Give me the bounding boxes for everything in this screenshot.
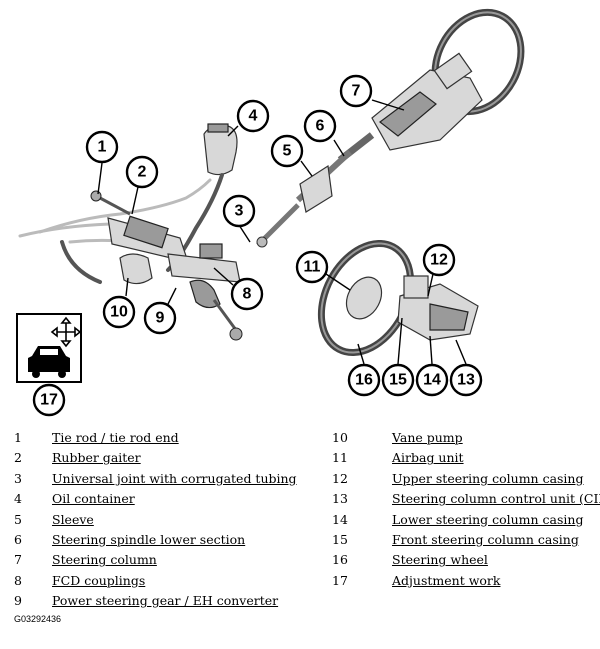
callout-14: 14 <box>415 363 449 397</box>
legend-label: Power steering gear / EH converter <box>52 593 279 609</box>
steering-wheel-illustration <box>317 239 479 357</box>
legend-number: 11 <box>332 450 348 466</box>
legend-label: Upper steering column casing <box>392 470 584 486</box>
callout-12: 12 <box>422 243 456 277</box>
legend-number: 13 <box>332 491 348 507</box>
legend-number: 2 <box>14 450 22 466</box>
legend-number: 15 <box>332 532 348 547</box>
callout-label: 10 <box>110 304 128 321</box>
callout-13: 13 <box>449 363 483 397</box>
intermediate-shaft-illustration <box>256 149 353 248</box>
callout-label: 12 <box>430 252 448 269</box>
callout-10: 10 <box>102 295 136 329</box>
legend-label: Vane pump <box>392 430 463 445</box>
legend-label: Front steering column casing <box>392 532 579 547</box>
legend-label: Oil container <box>52 491 135 507</box>
callout-label: 6 <box>316 118 325 135</box>
steering-gear-illustration <box>90 190 243 341</box>
legend-number: 10 <box>332 430 348 445</box>
callout-5: 5 <box>270 134 304 168</box>
legend-label: Lower steering column casing <box>392 511 584 527</box>
callout-label: 4 <box>249 108 258 125</box>
callout-8: 8 <box>230 277 264 311</box>
steering-system-diagram: 1 2 3 4 5 6 7 8 9 10 11 12 13 14 15 16 1… <box>16 8 525 417</box>
callout-2: 2 <box>125 155 159 189</box>
callout-3: 3 <box>222 194 256 228</box>
legend-label: Tie rod / tie rod end <box>52 430 179 445</box>
callout-label: 15 <box>389 372 407 389</box>
legend-number: 7 <box>14 552 22 568</box>
legend-label: Airbag unit <box>392 450 464 466</box>
legend-number: 4 <box>14 491 22 507</box>
callout-label: 13 <box>457 372 475 389</box>
callout-16: 16 <box>347 363 381 397</box>
legend-label: Sleeve <box>52 511 94 527</box>
legend-label: Steering wheel <box>392 552 488 568</box>
legend-label: Universal joint with corrugated tubing <box>52 470 297 486</box>
callout-label: 8 <box>243 286 252 303</box>
callout-label: 1 <box>98 139 107 156</box>
legend-label: Adjustment work <box>392 572 501 588</box>
callout-label: 9 <box>156 310 165 327</box>
legend-number: 1 <box>14 430 22 445</box>
callout-17: 17 <box>32 383 66 417</box>
callout-label: 14 <box>423 372 441 389</box>
leader-lines <box>48 99 467 385</box>
legend-number: 12 <box>332 470 348 486</box>
callout-1: 1 <box>85 130 119 164</box>
legend-label: Steering spindle lower section <box>52 532 246 547</box>
legend-number: 3 <box>14 470 22 486</box>
steering-column-illustration <box>337 8 525 163</box>
callout-label: 17 <box>40 392 58 409</box>
legend-number: 8 <box>14 572 22 588</box>
legend-number: 17 <box>332 572 348 588</box>
callout-4: 4 <box>236 99 270 133</box>
callout-15: 15 <box>381 363 415 397</box>
legend-number: 5 <box>14 511 22 527</box>
callout-11: 11 <box>295 250 329 284</box>
callout-label: 7 <box>352 83 361 100</box>
legend-label: Steering column <box>52 552 157 568</box>
callout-6: 6 <box>303 109 337 143</box>
legend-number: 16 <box>332 552 348 568</box>
callout-label: 16 <box>355 372 373 389</box>
figure-code: G03292436 <box>14 614 62 624</box>
callout-label: 3 <box>235 203 244 220</box>
legend-label: Steering column control unit (CIM) <box>392 491 600 507</box>
callout-label: 2 <box>138 164 147 181</box>
legend-label: Rubber gaiter <box>52 450 141 466</box>
car-adjustment-icon <box>16 313 82 383</box>
callout-9: 9 <box>143 301 177 335</box>
legend-number: 14 <box>332 511 348 527</box>
callout-label: 11 <box>304 259 321 276</box>
legend-label: FCD couplings <box>52 572 146 588</box>
callout-7: 7 <box>339 74 373 108</box>
four-way-arrow-icon <box>50 316 82 348</box>
legend-number: 6 <box>14 532 22 547</box>
callout-label: 5 <box>283 143 292 160</box>
legend-number: 9 <box>14 593 22 609</box>
